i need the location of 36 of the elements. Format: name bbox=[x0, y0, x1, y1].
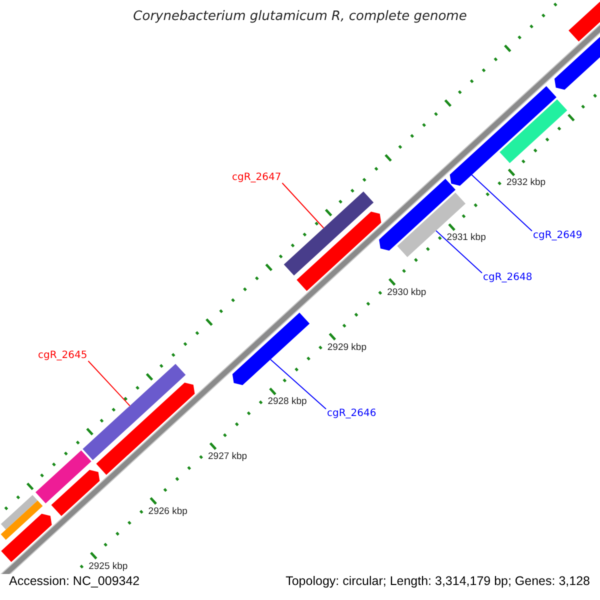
title: Corynebacterium glutamicum R, complete genome bbox=[132, 9, 468, 24]
gene-feature bbox=[0, 500, 43, 540]
gene-feature bbox=[554, 36, 600, 90]
accession-text: Accession: NC_009342 bbox=[9, 574, 140, 588]
gene-label: cgR_2649 bbox=[533, 230, 582, 241]
gene-feature bbox=[500, 99, 568, 164]
gene-label: cgR_2645 bbox=[38, 350, 88, 361]
scale-label: 2929 kbp bbox=[327, 342, 366, 353]
gene-feature bbox=[232, 312, 310, 386]
gene-feature bbox=[1, 514, 52, 562]
leader-line bbox=[270, 358, 326, 410]
scale-label: 2927 kbp bbox=[208, 451, 248, 462]
leader-line bbox=[436, 230, 482, 274]
gene-feature bbox=[450, 86, 556, 186]
gene-feature bbox=[36, 450, 92, 504]
scale-label: 2931 kbp bbox=[446, 232, 486, 244]
leader-line bbox=[88, 360, 130, 406]
gene-feature bbox=[96, 382, 195, 475]
gene-feature bbox=[284, 191, 374, 276]
genome-info-text: Topology: circular; Length: 3,314,179 bp; Genes: 3,128 bbox=[286, 574, 590, 588]
gene-feature bbox=[568, 0, 600, 42]
scale-label: 2932 kbp bbox=[506, 177, 546, 188]
scale-label: 2930 kbp bbox=[387, 286, 426, 298]
gene-feature bbox=[296, 212, 382, 291]
gene-feature bbox=[82, 364, 186, 460]
gene-label: cgR_2646 bbox=[327, 408, 376, 419]
gene-feature bbox=[51, 470, 100, 516]
scale-label: 2925 kbp bbox=[88, 560, 128, 572]
leader-line bbox=[282, 182, 324, 228]
scale-label: 2928 kbp bbox=[268, 396, 307, 408]
scale-label: 2926 kbp bbox=[148, 506, 188, 517]
gene-feature bbox=[397, 192, 466, 258]
gene-feature bbox=[0, 494, 38, 530]
leader-line bbox=[471, 174, 532, 232]
gene-label: cgR_2648 bbox=[483, 272, 532, 283]
gene-label: cgR_2647 bbox=[232, 172, 282, 183]
